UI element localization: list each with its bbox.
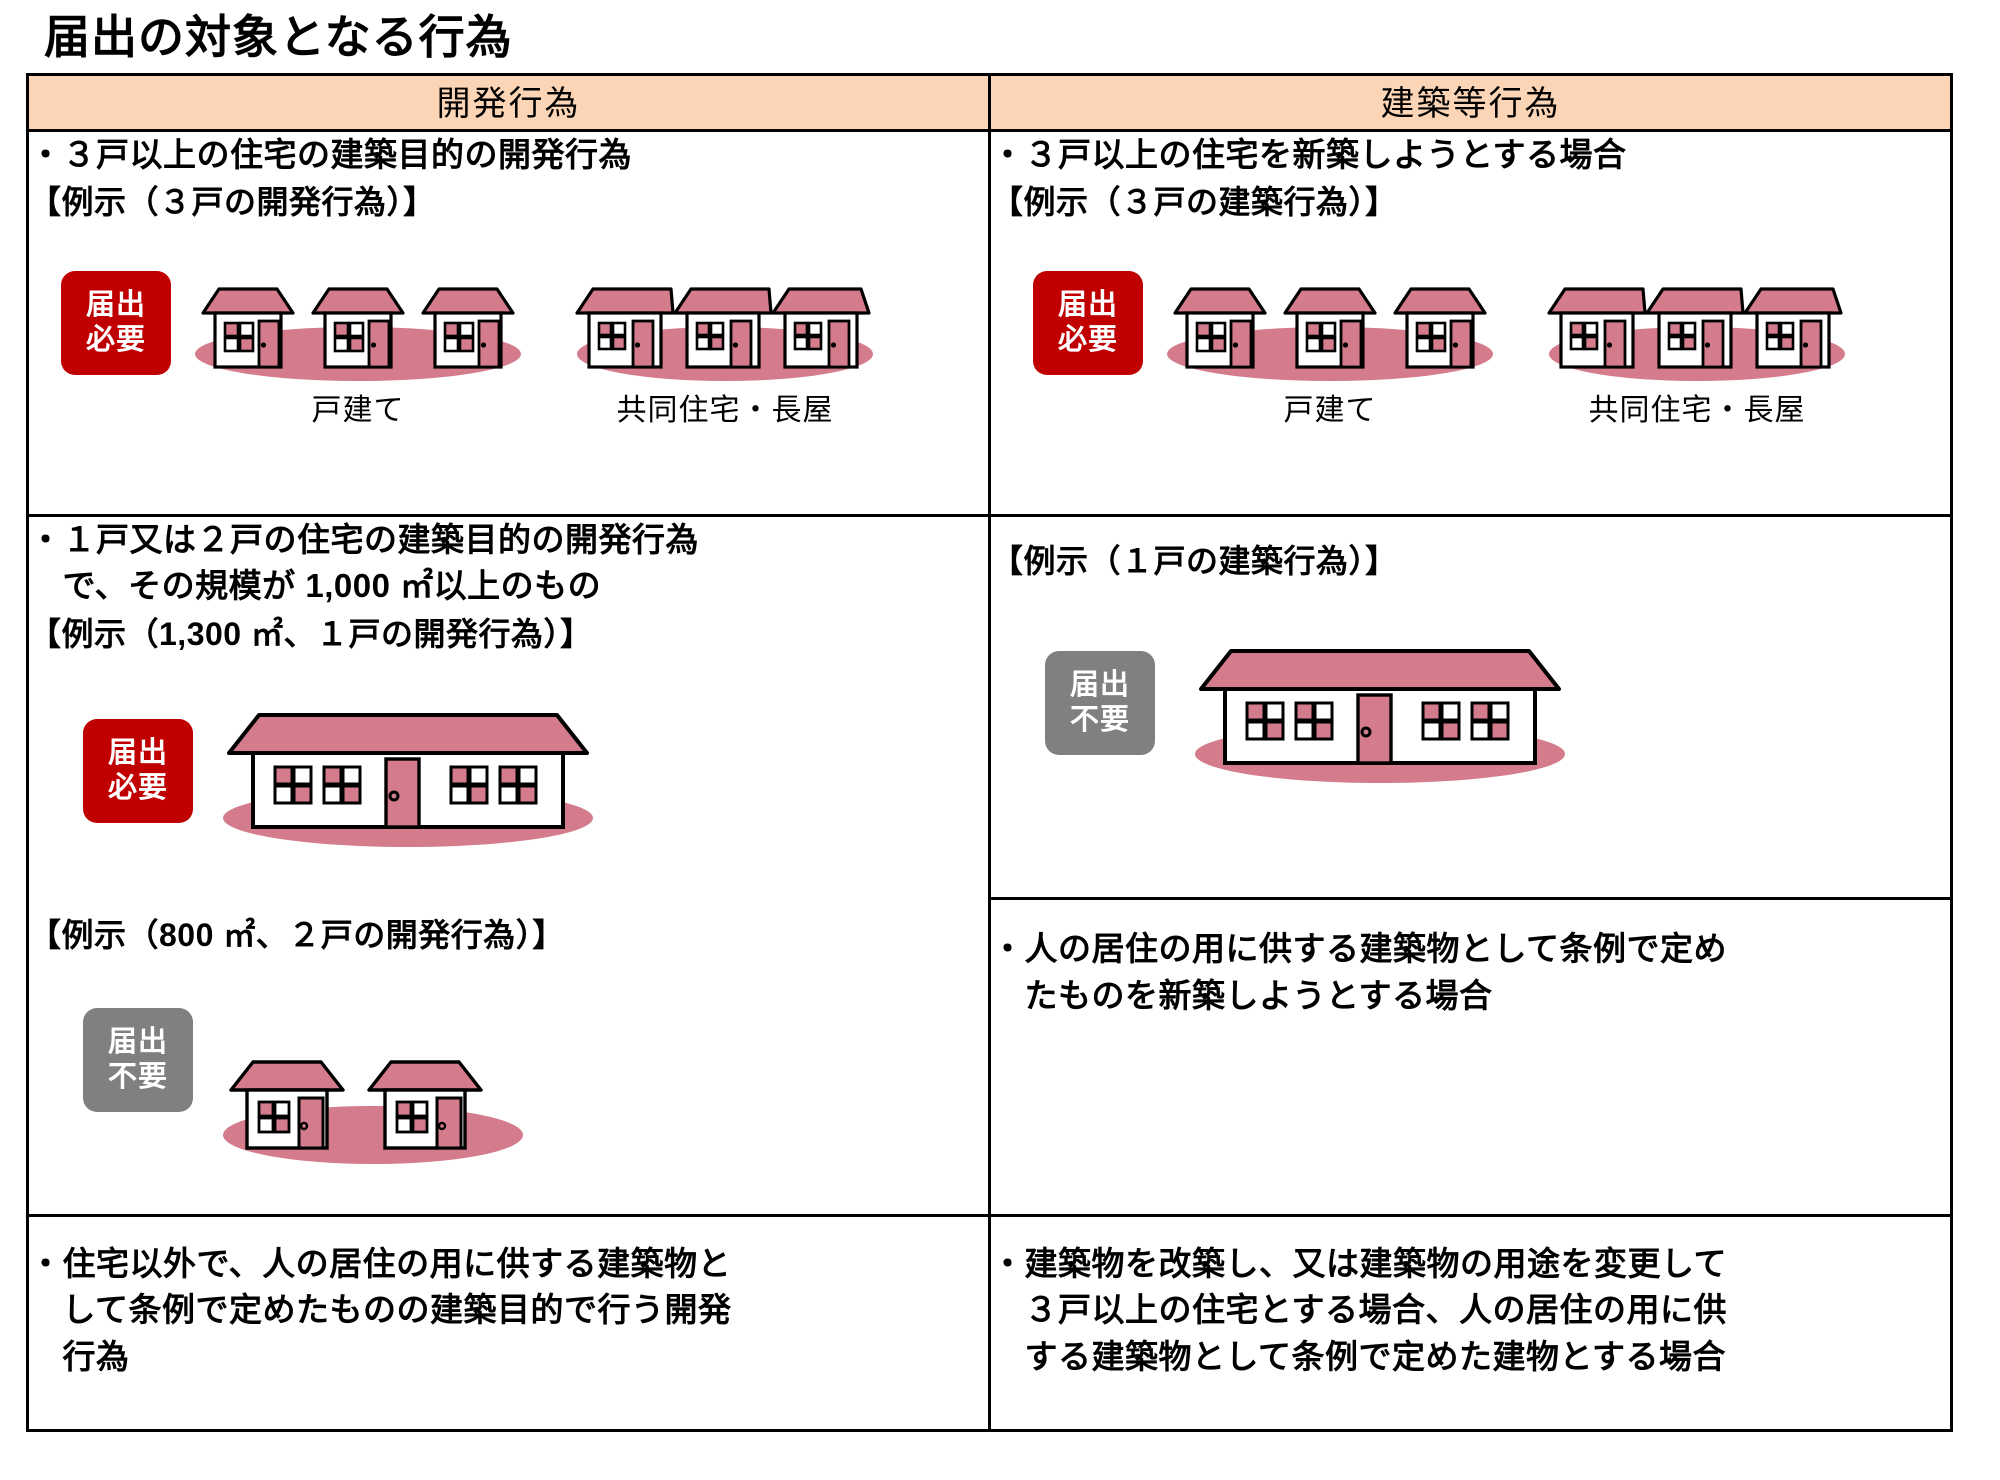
left-3-bullet-line-1: ・住宅以外で、人の居住の用に供する建築物と bbox=[29, 1244, 732, 1282]
right-4-bullet-line-1: ・建築物を改築し、又は建築物の用途を変更して bbox=[991, 1244, 1728, 1282]
column-header-development: 開発行為 bbox=[26, 72, 991, 132]
left-cell-2: ・１戸又は２戸の住宅の建築目的の開発行為 で、その規模が 1,000 ㎡以上のも… bbox=[26, 513, 991, 1217]
house-group-attached: 共同住宅・長屋 bbox=[575, 269, 875, 429]
badge-notification-not-required: 届出 不要 bbox=[83, 1007, 193, 1112]
house-icon bbox=[1547, 287, 1647, 369]
right-cell-1: ・３戸以上の住宅を新築しようとする場合 【例示（３戸の建築行為）】 届出 必要 bbox=[988, 128, 1953, 517]
caption-detached: 戸建て bbox=[1283, 394, 1377, 428]
left-2-bullet-line-2: で、その規模が 1,000 ㎡以上のもの bbox=[29, 567, 602, 605]
right-4-bullet-line-3: する建築物として条例で定めた建物とする場合 bbox=[991, 1338, 1727, 1376]
right-2-illustration: 届出 不要 bbox=[991, 617, 1950, 785]
left-1-bullet: ・３戸以上の住宅の建築目的の開発行為 bbox=[29, 135, 632, 173]
house-icon bbox=[311, 287, 405, 369]
badge-notification-required: 届出 必要 bbox=[1033, 271, 1143, 376]
right-3-bullet-line-1: ・人の居住の用に供する建築物として条例で定め bbox=[991, 930, 1728, 968]
house-icon bbox=[229, 1060, 345, 1150]
house-icon bbox=[575, 287, 675, 369]
house-group-detached: 戸建て bbox=[1165, 269, 1495, 429]
right-cell-4: ・建築物を改築し、又は建築物の用途を変更して ３戸以上の住宅とする場合、人の居住… bbox=[988, 1213, 1953, 1432]
badge-notification-required: 届出 必要 bbox=[83, 719, 193, 824]
table-header-row: 開発行為 建築等行為 bbox=[26, 72, 1953, 132]
right-cell-3: ・人の居住の用に供する建築物として条例で定め たものを新築しようとする場合 bbox=[988, 897, 1953, 1217]
left-3-bullet-line-3: 行為 bbox=[29, 1338, 130, 1376]
badge-line-1: 届出 bbox=[107, 736, 168, 769]
left-1-illustration: 届出 必要 bbox=[29, 241, 988, 429]
house-icon bbox=[1743, 287, 1843, 369]
house-group-attached: 共同住宅・長屋 bbox=[1547, 269, 1847, 429]
badge-line-2: 必要 bbox=[107, 772, 168, 805]
right-2-example-label: 【例示（１戸の建築行為）】 bbox=[991, 542, 1398, 579]
house-icon bbox=[673, 287, 773, 369]
badge-line-2: 必要 bbox=[1057, 324, 1118, 357]
table-row: ・３戸以上の住宅の建築目的の開発行為 【例示（３戸の開発行為）】 届出 必要 bbox=[26, 128, 1953, 517]
right-4-bullet-line-2: ３戸以上の住宅とする場合、人の居住の用に供 bbox=[991, 1291, 1728, 1329]
table-row: ・人の居住の用に供する建築物として条例で定め たものを新築しようとする場合 bbox=[28, 897, 1953, 1217]
right-3-bullet-line-2: たものを新築しようとする場合 bbox=[991, 977, 1493, 1015]
left-1-example-label: 【例示（３戸の開発行為）】 bbox=[29, 184, 436, 221]
right-cell-2: 【例示（１戸の建築行為）】 届出 不要 bbox=[988, 513, 1953, 901]
caption-attached: 共同住宅・長屋 bbox=[1588, 394, 1806, 428]
badge-line-1: 届出 bbox=[1069, 669, 1130, 702]
badge-line-2: 不要 bbox=[107, 1060, 168, 1093]
column-header-construction: 建築等行為 bbox=[988, 72, 1953, 132]
badge-line-1: 届出 bbox=[107, 1025, 168, 1058]
caption-detached: 戸建て bbox=[311, 394, 405, 428]
left-2-illustration-2: 届出 不要 bbox=[29, 974, 988, 1164]
right-1-bullet: ・３戸以上の住宅を新築しようとする場合 bbox=[991, 135, 1627, 173]
house-icon bbox=[367, 1060, 483, 1150]
badge-notification-not-required: 届出 不要 bbox=[1045, 651, 1155, 756]
badge-line-1: 届出 bbox=[85, 288, 146, 321]
table-row: ・１戸又は２戸の住宅の建築目的の開発行為 で、その規模が 1,000 ㎡以上のも… bbox=[26, 513, 1953, 1217]
left-2-example-label-2: 【例示（800 ㎡、２戸の開発行為）】 bbox=[29, 917, 565, 954]
house-group-detached: 戸建て bbox=[193, 269, 523, 429]
left-cell-3: ・住宅以外で、人の居住の用に供する建築物と して条例で定めたものの建築目的で行う… bbox=[26, 1213, 991, 1432]
house-icon bbox=[201, 287, 295, 369]
requirements-table: 開発行為 建築等行為 ・３戸以上の住宅の建築目的の開発行為 【例示（３戸の開発行… bbox=[26, 72, 1953, 1432]
house-icon-wide bbox=[1199, 649, 1561, 766]
house-icon bbox=[1645, 287, 1745, 369]
right-1-illustration: 届出 必要 bbox=[991, 241, 1950, 429]
page-title: 届出の対象となる行為 bbox=[44, 11, 513, 63]
house-icon bbox=[421, 287, 515, 369]
right-1-example-label: 【例示（３戸の建築行為）】 bbox=[991, 184, 1398, 221]
badge-line-1: 届出 bbox=[1057, 288, 1118, 321]
house-icon bbox=[1393, 287, 1487, 369]
left-3-bullet-line-2: して条例で定めたものの建築目的で行う開発 bbox=[29, 1291, 732, 1329]
badge-line-2: 必要 bbox=[85, 324, 146, 357]
left-2-bullet-line-1: ・１戸又は２戸の住宅の建築目的の開発行為 bbox=[29, 520, 699, 558]
left-2-example-label-1: 【例示（1,300 ㎡、１戸の開発行為）】 bbox=[29, 616, 593, 653]
left-cell-1: ・３戸以上の住宅の建築目的の開発行為 【例示（３戸の開発行為）】 届出 必要 bbox=[26, 128, 991, 517]
badge-line-2: 不要 bbox=[1069, 704, 1130, 737]
caption-attached: 共同住宅・長屋 bbox=[616, 394, 834, 428]
house-group-two bbox=[223, 1042, 523, 1164]
house-icon-wide bbox=[227, 713, 589, 830]
house-icon bbox=[1173, 287, 1267, 369]
house-group-wide bbox=[1195, 633, 1565, 785]
house-icon bbox=[771, 287, 871, 369]
left-2-illustration-1: 届出 必要 bbox=[29, 673, 988, 863]
table-row: ・住宅以外で、人の居住の用に供する建築物と して条例で定めたものの建築目的で行う… bbox=[26, 1213, 1953, 1432]
house-icon bbox=[1283, 287, 1377, 369]
house-group-wide bbox=[223, 697, 593, 849]
badge-notification-required: 届出 必要 bbox=[61, 271, 171, 376]
